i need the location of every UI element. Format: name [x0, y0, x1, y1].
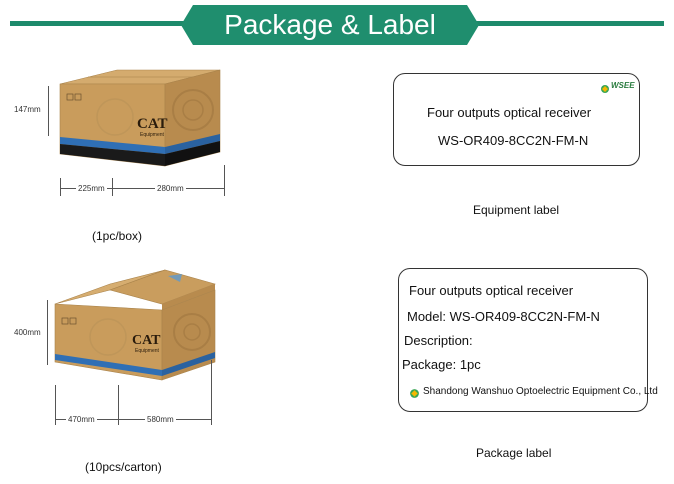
package-label-caption: Package label [476, 446, 552, 460]
box-2-length-label: 580mm [145, 415, 176, 424]
box-1-width-label: 225mm [76, 184, 107, 193]
box-1-dim-tick-mid [112, 178, 113, 196]
company-logo-icon [409, 386, 420, 398]
box-2-dim-tick-left [55, 385, 56, 425]
page-title: Package & Label [181, 5, 479, 45]
equipment-label-line2: WS-OR409-8CC2N-FM-N [438, 133, 589, 148]
package-label-model: Model: WS-OR409-8CC2N-FM-N [407, 309, 600, 324]
equipment-label-line1: Four outputs optical receiver [427, 105, 592, 120]
box-2-dim-line [55, 419, 211, 420]
box-1-brand: CAT [137, 116, 168, 132]
package-label-line1: Four outputs optical receiver [409, 283, 574, 298]
equipment-label-caption: Equipment label [473, 203, 560, 217]
package-label: Four outputs optical receiver Model: WS-… [398, 268, 658, 412]
box-2-dim-tick-right [211, 360, 212, 425]
wsee-logo-icon [600, 81, 610, 93]
package-label-description: Description: [404, 333, 473, 348]
box-1-caption: (1pc/box) [92, 229, 143, 243]
box-1-dim-tick-left [60, 178, 61, 196]
box-2-width-label: 470mm [66, 415, 97, 424]
header-rule-right [467, 21, 664, 26]
box-1-length-label: 280mm [155, 184, 186, 193]
box-1-dim-tick-right [224, 165, 225, 196]
box-2-height-line [47, 300, 48, 365]
box-1-height-label: 147mm [14, 105, 41, 114]
box-2-brand-sub: Equipment [135, 348, 160, 354]
package-label-company: Shandong Wanshuo Optoelectric Equipment … [423, 386, 658, 397]
box-1-image: CAT Equipment [55, 62, 230, 177]
box-2-brand: CAT [132, 333, 161, 348]
box-2-caption: (10pcs/carton) [85, 460, 162, 474]
box-2-height-label: 400mm [14, 328, 41, 337]
box-2-dim-tick-mid [118, 385, 119, 425]
wsee-logo-text: WSEE [611, 81, 635, 90]
equipment-label: WSEE Four outputs optical receiver WS-OR… [393, 73, 640, 166]
package-label-package: Package: 1pc [402, 357, 481, 372]
box-1-brand-sub: Equipment [140, 132, 165, 138]
box-2-image: CAT Equipment [50, 262, 220, 387]
header-rule-left [10, 21, 193, 26]
box-1-dim-line [60, 188, 224, 189]
box-1-height-line [48, 86, 49, 136]
